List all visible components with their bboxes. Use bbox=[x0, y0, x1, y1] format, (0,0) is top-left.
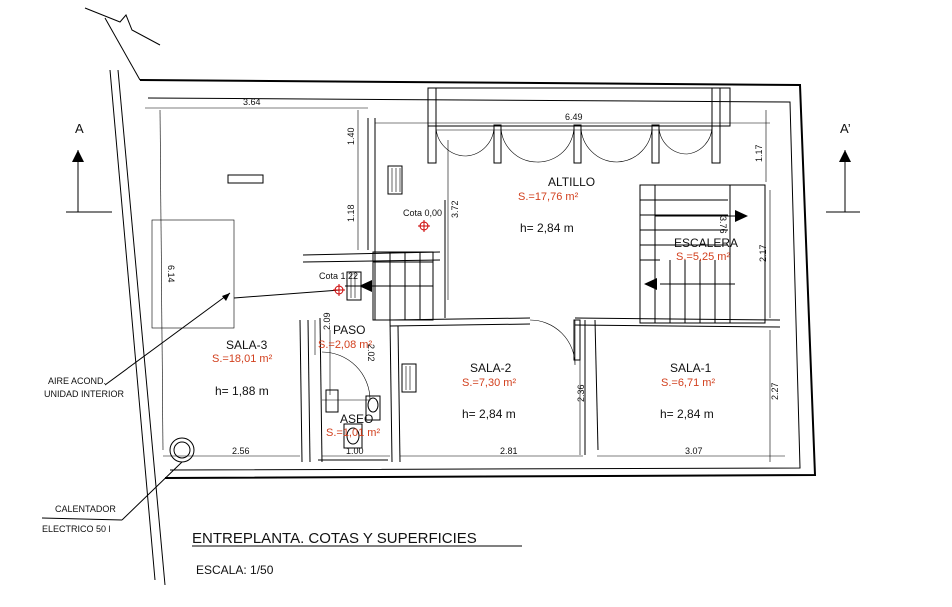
dim-2-81: 2.81 bbox=[500, 446, 518, 456]
room-name-escalera: ESCALERA bbox=[674, 236, 738, 250]
room-area-paso: S.=2,08 m² bbox=[318, 339, 372, 351]
dim-2-17: 2.17 bbox=[758, 244, 768, 262]
dim-6-49: 6.49 bbox=[565, 112, 583, 122]
room-name-sala1: SALA-1 bbox=[670, 361, 712, 375]
stair-paso bbox=[345, 251, 434, 321]
note-calentador-line2: ELECTRICO 50 l bbox=[42, 524, 111, 534]
note-calentador-line1: CALENTADOR bbox=[55, 504, 116, 514]
section-label-left: A bbox=[75, 121, 84, 136]
section-markers bbox=[66, 150, 860, 213]
room-area-sala1: S.=6,71 m² bbox=[661, 377, 715, 389]
room-height-sala3: h= 1,88 m bbox=[215, 384, 269, 398]
walls bbox=[84, 7, 817, 586]
dim-1-40: 1.40 bbox=[346, 127, 356, 145]
dim-3-07: 3.07 bbox=[685, 446, 703, 456]
level-cota-1: Cota 1,22 bbox=[319, 271, 358, 281]
room-name-sala2: SALA-2 bbox=[470, 361, 512, 375]
room-height-sala2: h= 2,84 m bbox=[462, 407, 516, 421]
note-aire-line1: AIRE ACOND. bbox=[48, 376, 106, 386]
note-aire-line2: UNIDAD INTERIOR bbox=[44, 389, 125, 399]
section-label-right: A’ bbox=[840, 121, 851, 136]
room-height-altillo: h= 2,84 m bbox=[520, 221, 574, 235]
dim-1-00: 1.00 bbox=[346, 446, 364, 456]
room-area-sala2: S.=7,30 m² bbox=[462, 377, 516, 389]
drawing-title: ENTREPLANTA. COTAS Y SUPERFICIES bbox=[192, 530, 477, 547]
dim-3-76: 3.76 bbox=[718, 216, 728, 234]
dim-2-02: 2.02 bbox=[366, 344, 376, 362]
leaders bbox=[41, 292, 231, 521]
room-area-escalera: S.=5,25 m² bbox=[676, 251, 730, 263]
room-area-aseo: S.=1,01 m² bbox=[326, 427, 380, 439]
altillo-doors bbox=[427, 87, 731, 164]
level-markers bbox=[333, 220, 430, 296]
dim-2-56: 2.56 bbox=[232, 446, 250, 456]
dim-2-36: 2.36 bbox=[576, 384, 586, 402]
dim-6-14: 6.14 bbox=[166, 265, 176, 283]
room-name-aseo: ASEO bbox=[340, 412, 373, 426]
room-area-altillo: S.=17,76 m² bbox=[518, 191, 579, 203]
dim-3-64: 3.64 bbox=[243, 97, 261, 107]
room-name-sala3: SALA-3 bbox=[226, 338, 268, 352]
dim-2-27: 2.27 bbox=[770, 382, 780, 400]
fixtures bbox=[169, 165, 417, 463]
room-height-sala1: h= 2,84 m bbox=[660, 407, 714, 421]
drawing-scale: ESCALA: 1/50 bbox=[196, 563, 274, 577]
dim-1-18: 1.18 bbox=[346, 204, 356, 222]
dim-3-72: 3.72 bbox=[450, 200, 460, 218]
level-cota-0: Cota 0,00 bbox=[403, 208, 442, 218]
dim-1-17: 1.17 bbox=[754, 144, 764, 162]
sala3-details bbox=[151, 174, 341, 329]
room-name-altillo: ALTILLO bbox=[548, 175, 595, 189]
dimension-lines bbox=[145, 107, 785, 462]
stair-escalera bbox=[639, 184, 766, 324]
dim-2-09: 2.09 bbox=[322, 312, 332, 330]
room-area-sala3: S.=18,01 m² bbox=[212, 353, 273, 365]
room-name-paso: PASO bbox=[333, 323, 365, 337]
